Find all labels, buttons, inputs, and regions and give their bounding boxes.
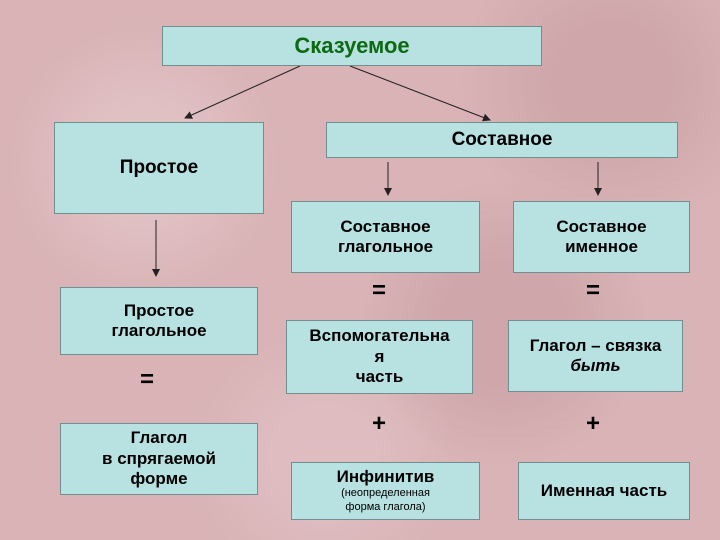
conjugated-verb-line3: форме [130,469,188,489]
arrow-root-compound [349,65,491,122]
compound-nominal-line1: Составное [556,216,647,236]
simple-label: Простое [119,156,199,178]
compound-verbal-line2: глагольное [337,237,434,256]
auxiliary-line1: Вспомогательна [309,326,450,346]
simple-verbal-box: Простое глагольное [60,287,258,355]
auxiliary-part-box: Вспомогательна я часть [286,320,473,394]
simple-box: Простое [54,122,264,214]
compound-nominal-plus: + [585,410,600,437]
compound-box: Составное [326,122,678,158]
copula-word: быть [570,356,621,375]
compound-nominal-box: Составное именное [513,201,690,273]
conjugated-verb-line2: в спрягаемой [102,448,216,468]
simple-verbal-line2: глагольное [111,321,207,340]
arrow-root-simple [184,65,301,119]
infinitive-label: Инфинитив [336,467,435,487]
auxiliary-line3: часть [355,367,404,387]
compound-nominal-equals: = [585,277,600,304]
simple-verbal-line1: Простое [123,300,195,320]
infinitive-note-line1: (неопределенная [341,487,430,500]
conjugated-verb-box: Глагол в спрягаемой форме [60,423,258,495]
compound-verbal-box: Составное глагольное [291,201,480,273]
infinitive-note-line2: форма глагола) [345,501,426,514]
conjugated-verb-line1: Глагол [130,428,188,448]
compound-nominal-line2: именное [565,237,638,256]
compound-verbal-equals: = [371,277,386,304]
auxiliary-line2: я [374,346,385,366]
copula-label: Глагол – связка [529,335,662,355]
compound-verbal-plus: + [371,410,386,437]
simple-verbal-equals: = [139,366,154,393]
predicate-title: Сказуемое [294,32,410,58]
predicate-box: Сказуемое [162,26,542,66]
compound-verbal-line1: Составное [340,216,431,236]
copula-box: Глагол – связка быть [508,320,683,392]
nominal-part-box: Именная часть [518,462,690,520]
infinitive-box: Инфинитив (неопределенная форма глагола) [291,462,480,520]
nominal-part-label: Именная часть [540,480,668,500]
compound-label: Составное [451,128,553,150]
